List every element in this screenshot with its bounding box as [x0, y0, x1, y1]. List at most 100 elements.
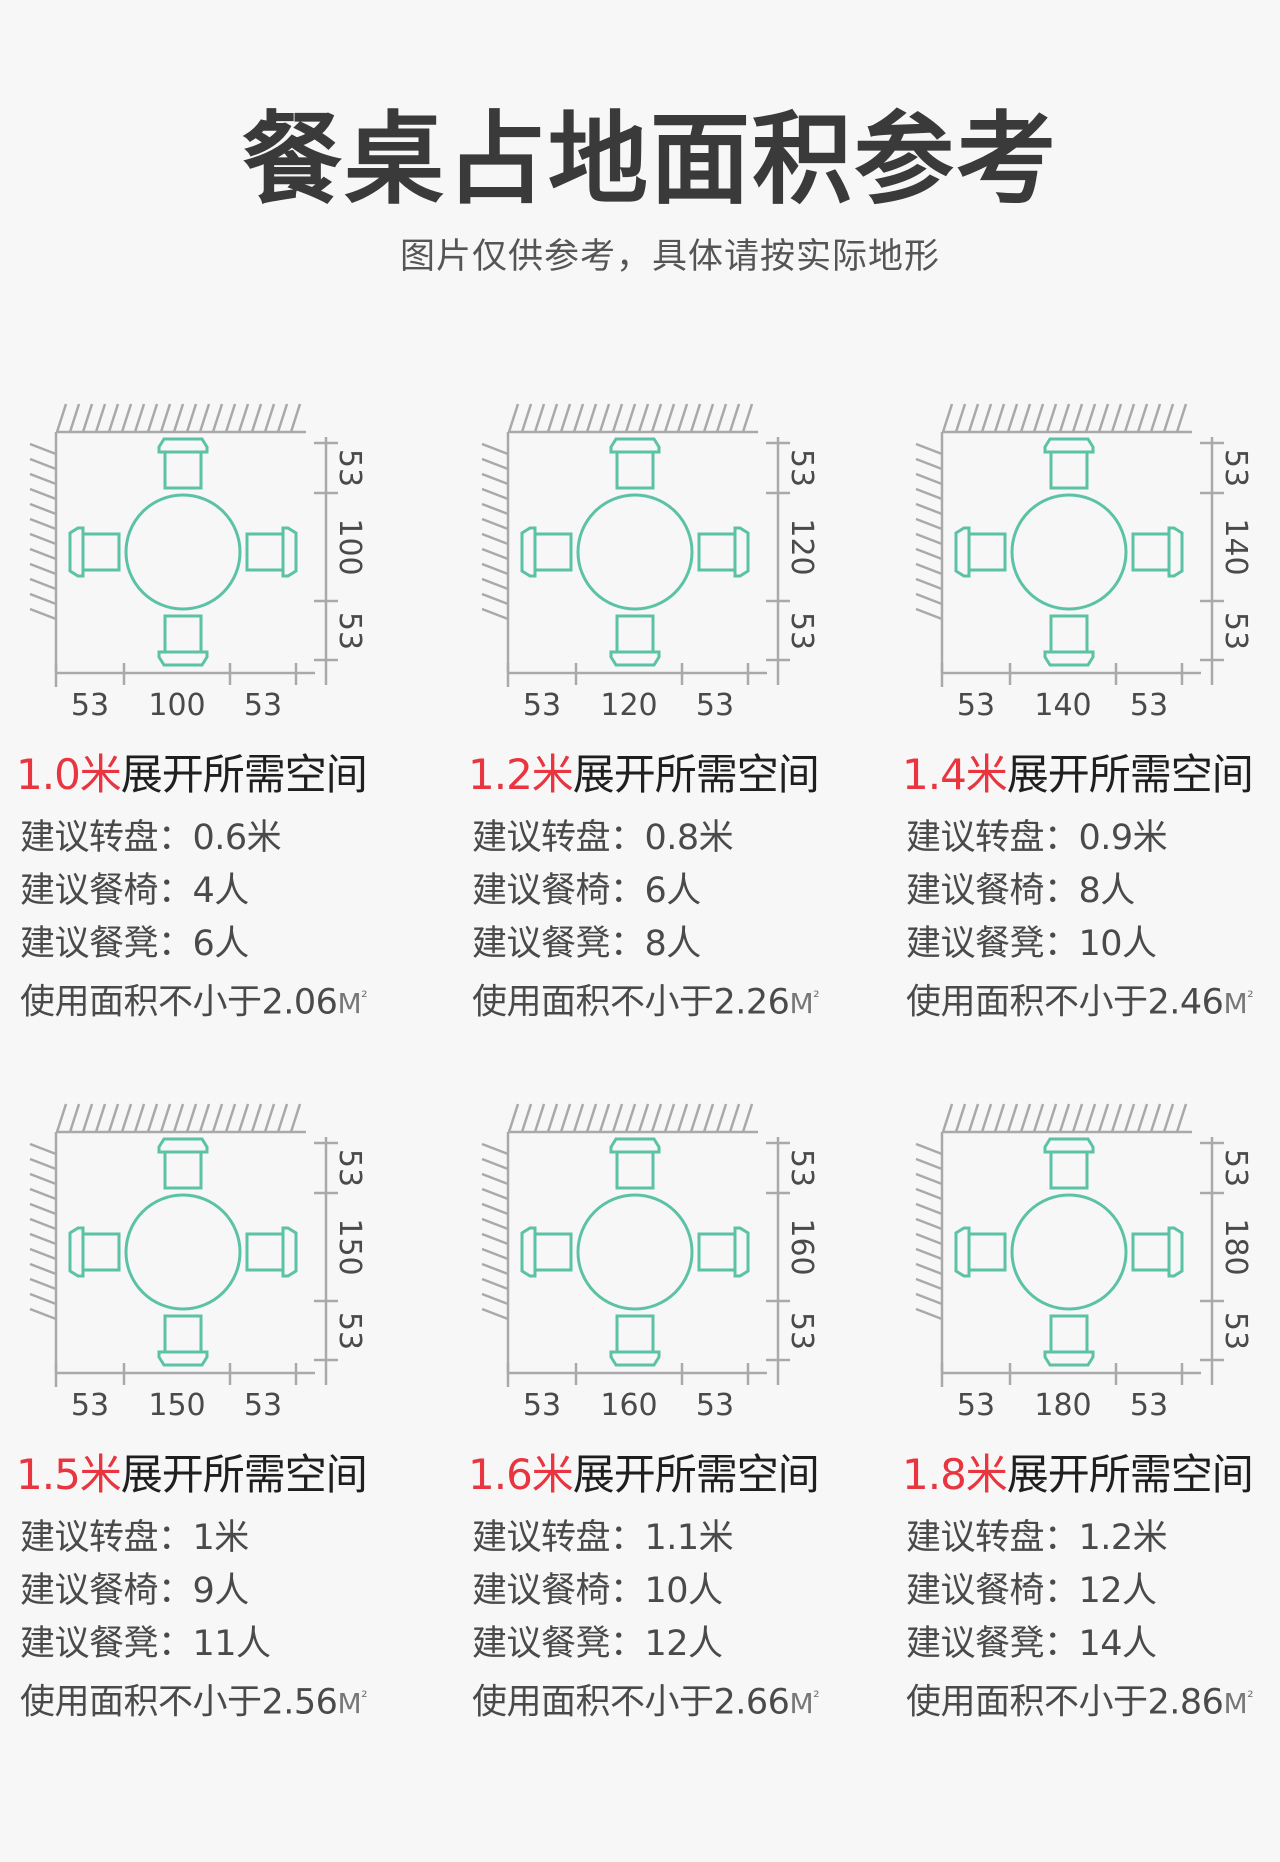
spec-label: 建议餐椅：: [906, 871, 1079, 911]
wall-hatch-icon: [481, 1103, 758, 1372]
spec-label: 使用面积不小于: [472, 982, 714, 1023]
table-size-label: 1.5米: [16, 1450, 122, 1499]
svg-text:53: 53: [332, 1149, 367, 1187]
spec-value: 4人: [192, 871, 250, 911]
table-size-card-1: 53 120 53 53 120 53 1.2米展开所需空间 建议转盘：0.8米…: [468, 400, 888, 1060]
svg-text:53: 53: [244, 1388, 282, 1423]
floor-plan-diagram: 53 180 53 53 180 53: [902, 1100, 1262, 1430]
spec-label: 建议转盘：: [472, 1518, 645, 1558]
area-unit: M²: [789, 987, 819, 1020]
svg-text:53: 53: [784, 612, 819, 650]
spec-stools: 建议餐凳：14人: [906, 1618, 1253, 1671]
area-unit-m: M: [1223, 1687, 1248, 1721]
dining-set-icon: [68, 1137, 298, 1367]
floor-plan-diagram: 53 140 53 53 140 53: [902, 400, 1262, 730]
svg-text:180: 180: [1034, 1388, 1091, 1423]
heading-suffix: 展开所需空间: [120, 750, 368, 799]
svg-text:53: 53: [784, 1149, 819, 1187]
spec-value: 1米: [192, 1518, 250, 1558]
svg-text:140: 140: [1218, 518, 1253, 575]
svg-text:160: 160: [784, 1218, 819, 1275]
spec-label: 建议餐椅：: [20, 1571, 193, 1611]
svg-text:53: 53: [1218, 449, 1253, 487]
wall-hatch-icon: [915, 1103, 1192, 1372]
spec-value: 12人: [1078, 1571, 1158, 1611]
dimension-labels: 53 160 53 53 160 53: [523, 1149, 819, 1423]
svg-text:140: 140: [1034, 688, 1091, 723]
table-size-card-4: 53 160 53 53 160 53 1.6米展开所需空间 建议转盘：1.1米…: [468, 1100, 888, 1760]
spec-turntable: 建议转盘：0.8米: [472, 812, 819, 865]
spec-label: 建议餐椅：: [20, 871, 193, 911]
spec-list: 建议转盘：0.8米 建议餐椅：6人 建议餐凳：8人 使用面积不小于2.26M²: [472, 812, 820, 1030]
dimension-labels: 53 150 53 53 150 53: [71, 1149, 367, 1423]
spec-label: 建议餐凳：: [20, 924, 193, 964]
spec-turntable: 建议转盘：1.1米: [472, 1512, 819, 1565]
spec-list: 建议转盘：0.6米 建议餐椅：4人 建议餐凳：6人 使用面积不小于2.06M²: [20, 812, 368, 1030]
dimension-lines: [506, 437, 790, 687]
spec-value: 8人: [1078, 871, 1136, 911]
spec-label: 建议餐椅：: [472, 871, 645, 911]
page-subtitle: 图片仅供参考，具体请按实际地形: [399, 237, 940, 277]
spec-label: 建议转盘：: [472, 818, 645, 858]
spec-value: 0.6米: [192, 818, 282, 858]
spec-value: 1.1米: [644, 1518, 734, 1558]
floor-plan-diagram: 53 100 53 53 100 53: [16, 400, 376, 730]
spec-label: 使用面积不小于: [20, 1682, 262, 1723]
floor-plan-diagram: 53 120 53 53 120 53: [468, 400, 828, 730]
spec-area: 使用面积不小于2.56M²: [20, 1671, 368, 1730]
dining-set-icon: [520, 1137, 750, 1367]
dimension-labels: 53 120 53 53 120 53: [523, 449, 819, 723]
spec-value: 9人: [192, 1571, 250, 1611]
area-unit-sup: ²: [813, 988, 820, 1007]
floor-plan-diagram: 53 150 53 53 150 53: [16, 1100, 376, 1430]
spec-value: 10人: [1078, 924, 1158, 964]
table-size-card-3: 53 150 53 53 150 53 1.5米展开所需空间 建议转盘：1米 建…: [16, 1100, 436, 1760]
svg-text:53: 53: [696, 1388, 734, 1423]
area-unit-m: M: [1223, 987, 1248, 1021]
spec-stools: 建议餐凳：10人: [906, 918, 1253, 971]
wall-hatch-icon: [29, 403, 306, 672]
floor-plan-svg: 53 150 53 53 150 53: [29, 1103, 367, 1423]
spec-stools: 建议餐凳：11人: [20, 1618, 367, 1671]
spec-label: 使用面积不小于: [906, 982, 1148, 1023]
dimension-lines: [506, 1137, 790, 1387]
spec-area: 使用面积不小于2.66M²: [472, 1671, 820, 1730]
table-size-card-0: 53 100 53 53 100 53 1.0米展开所需空间 建议转盘：0.6米…: [16, 400, 436, 1060]
svg-text:53: 53: [332, 449, 367, 487]
spec-value: 2.86: [1147, 1682, 1224, 1723]
svg-text:53: 53: [71, 1388, 109, 1423]
card-heading: 1.0米展开所需空间: [16, 748, 368, 802]
dimension-lines: [54, 437, 338, 687]
svg-text:53: 53: [957, 688, 995, 723]
dining-set-icon: [520, 437, 750, 667]
spec-chairs: 建议餐椅：8人: [906, 865, 1253, 918]
spec-turntable: 建议转盘：0.6米: [20, 812, 367, 865]
spec-label: 建议餐椅：: [472, 1571, 645, 1611]
dimension-labels: 53 100 53 53 100 53: [71, 449, 367, 723]
heading-suffix: 展开所需空间: [1006, 1450, 1254, 1499]
spec-area: 使用面积不小于2.46M²: [906, 971, 1254, 1030]
spec-value: 1.2米: [1078, 1518, 1168, 1558]
spec-label: 建议转盘：: [20, 818, 193, 858]
spec-label: 使用面积不小于: [472, 1682, 714, 1723]
spec-value: 6人: [644, 871, 702, 911]
table-size-label: 1.6米: [468, 1450, 574, 1499]
spec-turntable: 建议转盘：1.2米: [906, 1512, 1253, 1565]
table-size-label: 1.0米: [16, 750, 122, 799]
spec-value: 0.9米: [1078, 818, 1168, 858]
spec-label: 建议餐椅：: [906, 1571, 1079, 1611]
card-heading: 1.4米展开所需空间: [902, 748, 1254, 802]
area-unit: M²: [1223, 1687, 1253, 1720]
spec-list: 建议转盘：1.2米 建议餐椅：12人 建议餐凳：14人 使用面积不小于2.86M…: [906, 1512, 1254, 1730]
area-unit: M²: [337, 987, 367, 1020]
area-unit-m: M: [337, 1687, 362, 1721]
spec-value: 6人: [192, 924, 250, 964]
svg-text:53: 53: [332, 612, 367, 650]
spec-stools: 建议餐凳：8人: [472, 918, 819, 971]
dimension-labels: 53 140 53 53 140 53: [957, 449, 1253, 723]
card-heading: 1.5米展开所需空间: [16, 1448, 368, 1502]
spec-value: 11人: [192, 1624, 272, 1664]
spec-value: 2.46: [1147, 982, 1224, 1023]
area-unit: M²: [1223, 987, 1253, 1020]
spec-value: 14人: [1078, 1624, 1158, 1664]
